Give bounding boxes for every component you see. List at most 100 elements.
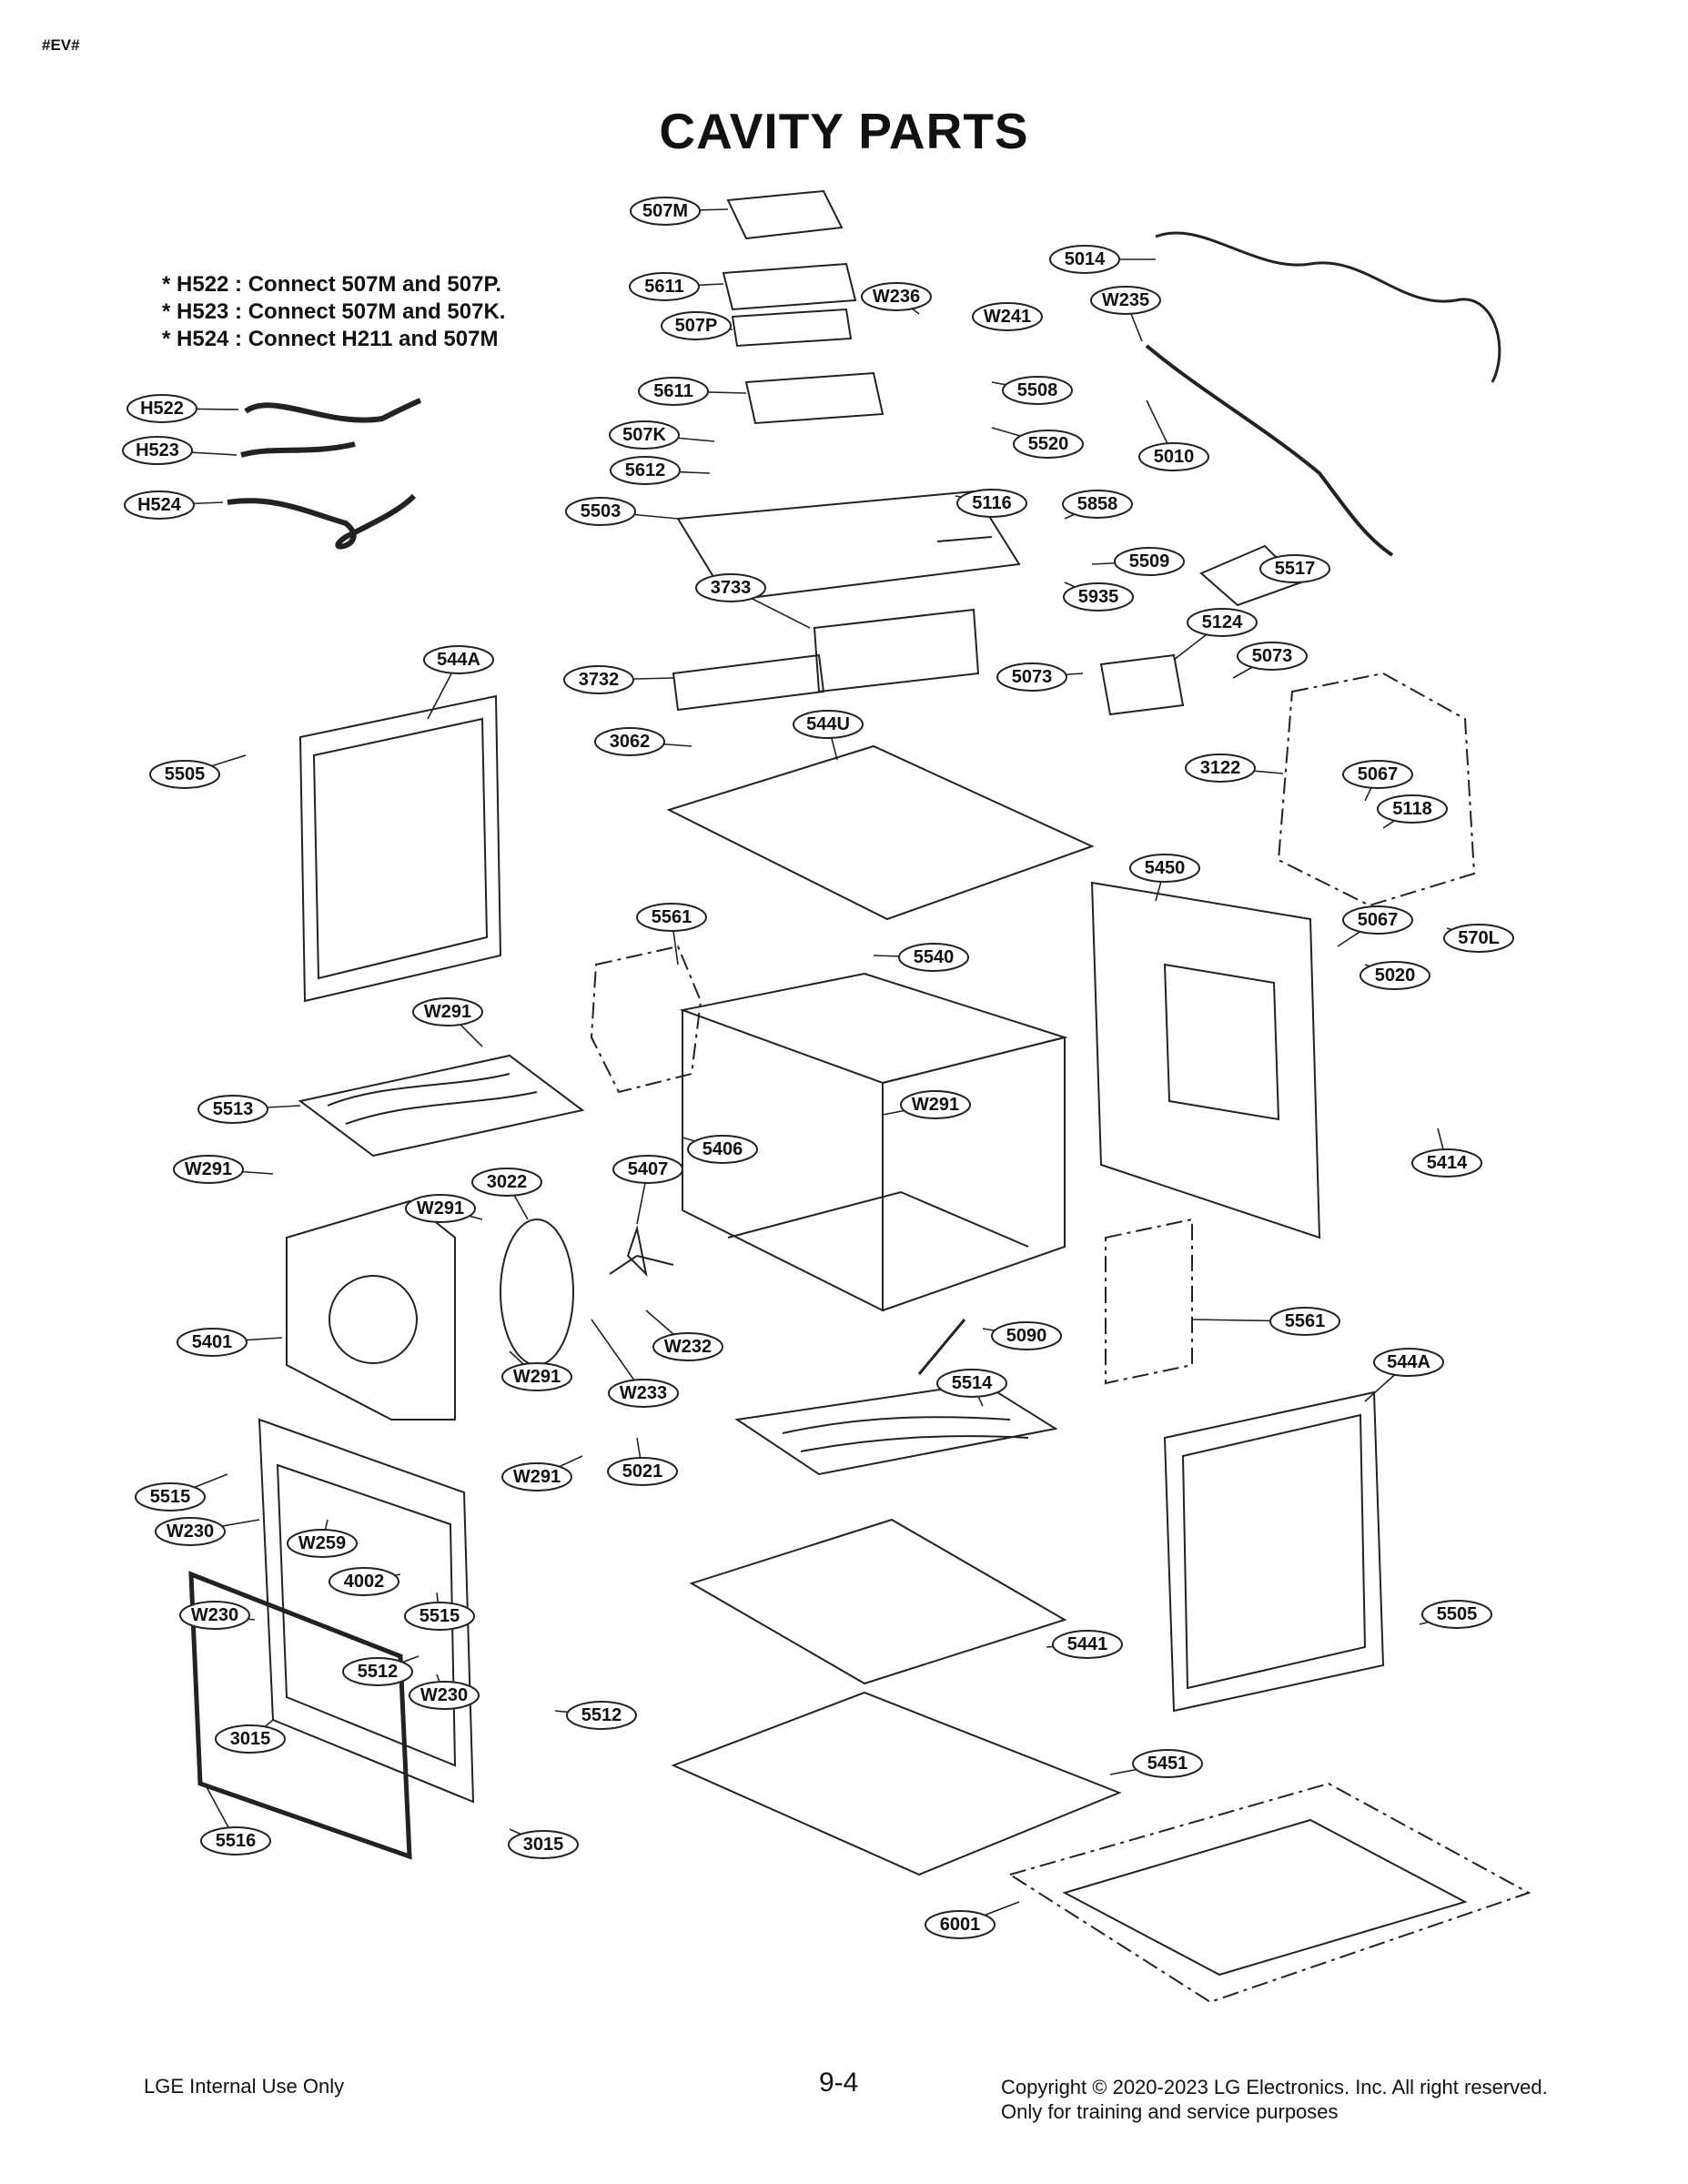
callout-bubble bbox=[629, 272, 700, 301]
callout-text: W230 bbox=[191, 1605, 238, 1625]
callout-bubble bbox=[149, 760, 220, 789]
harness-h522 bbox=[244, 398, 422, 423]
callout-text: 5020 bbox=[1375, 966, 1416, 986]
callout-text: 5401 bbox=[192, 1332, 233, 1352]
callout-h522: H522 bbox=[126, 394, 197, 423]
callout-bubble bbox=[793, 710, 864, 739]
callout-5935: 5935 bbox=[1063, 582, 1134, 612]
callout-5512: 5512 bbox=[566, 1701, 637, 1730]
callout-text: 3015 bbox=[230, 1729, 271, 1749]
callout-bubble bbox=[861, 282, 932, 311]
callout-bubble bbox=[936, 1369, 1007, 1398]
callout-5612: 5612 bbox=[610, 456, 681, 485]
callout-bubble bbox=[608, 1379, 679, 1408]
callout-w291: W291 bbox=[412, 997, 483, 1026]
callout-bubble bbox=[996, 662, 1067, 692]
callout-text: 5073 bbox=[1252, 646, 1293, 666]
callout-bubble bbox=[630, 197, 701, 226]
callout-bubble bbox=[925, 1910, 996, 1939]
callout-5505: 5505 bbox=[1421, 1600, 1492, 1629]
callout-text: 5611 bbox=[653, 381, 692, 401]
callout-text: 544U bbox=[806, 714, 850, 734]
callout-bubble bbox=[1259, 554, 1330, 583]
part-drawings bbox=[188, 189, 1531, 2004]
callout-bubble bbox=[900, 1090, 971, 1119]
callout-bubble bbox=[173, 1155, 244, 1184]
callout-5090: 5090 bbox=[991, 1321, 1062, 1350]
callout-bubble bbox=[501, 1362, 572, 1391]
harness-h523 bbox=[240, 441, 356, 458]
copyright-line2: Only for training and service purposes bbox=[1001, 2100, 1339, 2123]
callout-text: 5118 bbox=[1392, 799, 1431, 819]
callout-text: 507P bbox=[675, 316, 718, 336]
callout-5067: 5067 bbox=[1342, 760, 1413, 789]
note-h524: * H524 : Connect H211 and 507M bbox=[162, 327, 499, 351]
callout-bubble bbox=[1138, 442, 1209, 471]
rear-panel-5450 bbox=[1090, 881, 1321, 1239]
callout-text: 5508 bbox=[1017, 380, 1058, 400]
callout-text: 507K bbox=[622, 425, 666, 445]
rear-panel-inner bbox=[1163, 963, 1280, 1121]
callout-5540: 5540 bbox=[898, 943, 969, 972]
lamp-5561-left bbox=[590, 945, 702, 1094]
callout-bubble bbox=[1342, 760, 1413, 789]
callout-5010: 5010 bbox=[1138, 442, 1209, 471]
callout-5441: 5441 bbox=[1052, 1630, 1123, 1659]
callout-text: 5540 bbox=[914, 947, 955, 967]
callout-bubble bbox=[636, 903, 707, 932]
callout-text: 5067 bbox=[1358, 764, 1399, 784]
callout-text: 3062 bbox=[610, 732, 651, 752]
callout-5520: 5520 bbox=[1013, 430, 1084, 459]
callout-w236: W236 bbox=[861, 282, 932, 311]
callout-text: 507M bbox=[642, 201, 688, 221]
callout-5401: 5401 bbox=[177, 1328, 248, 1357]
callout-text: 544A bbox=[437, 650, 480, 670]
callout-text: 5116 bbox=[972, 493, 1011, 513]
callout-5611: 5611 bbox=[629, 272, 700, 301]
callout-text: 5512 bbox=[581, 1705, 622, 1725]
callout-bubble bbox=[409, 1681, 480, 1710]
callout-text: 5406 bbox=[702, 1139, 743, 1159]
callout-text: 5515 bbox=[150, 1487, 191, 1507]
callout-bubble bbox=[695, 573, 766, 602]
callout-text: 6001 bbox=[940, 1915, 981, 1935]
callout-bubble bbox=[342, 1657, 413, 1686]
callout-bubble bbox=[1185, 753, 1256, 783]
fan-5407 bbox=[609, 1225, 674, 1278]
callout-text: 5858 bbox=[1077, 494, 1118, 514]
callout-4002: 4002 bbox=[329, 1567, 399, 1596]
callout-bubble bbox=[991, 1321, 1062, 1350]
side-panel-inner-right bbox=[1181, 1413, 1367, 1690]
callout-6001: 6001 bbox=[925, 1910, 996, 1939]
callout-text: W236 bbox=[873, 287, 920, 307]
callout-bubble bbox=[1187, 608, 1258, 637]
front-frame-inner bbox=[276, 1463, 457, 1767]
callout-text: W291 bbox=[513, 1367, 561, 1387]
element-5513 bbox=[298, 1054, 585, 1158]
callout-bubble bbox=[1237, 642, 1308, 671]
harness-h524 bbox=[227, 493, 417, 550]
callout-5118: 5118 bbox=[1377, 794, 1448, 824]
relay-box-3122 bbox=[1277, 672, 1476, 907]
callout-text: 5516 bbox=[216, 1831, 257, 1851]
callout-5073: 5073 bbox=[1237, 642, 1308, 671]
callout-text: H523 bbox=[136, 440, 179, 460]
callout-text: 3733 bbox=[711, 578, 752, 598]
callout-bubble bbox=[135, 1482, 206, 1512]
callout-h523: H523 bbox=[122, 436, 193, 465]
callout-text: 544A bbox=[1387, 1352, 1430, 1372]
callout-bubble bbox=[610, 456, 681, 485]
callout-5517: 5517 bbox=[1259, 554, 1330, 583]
callout-5509: 5509 bbox=[1114, 547, 1185, 576]
top-plate-544u bbox=[666, 744, 1095, 921]
callout-h524: H524 bbox=[124, 490, 195, 520]
callout-5508: 5508 bbox=[1002, 376, 1073, 405]
callout-bubble bbox=[652, 1332, 723, 1361]
callout-text: W233 bbox=[620, 1383, 667, 1403]
page-id: #EV# bbox=[42, 36, 80, 54]
callout-5561: 5561 bbox=[1269, 1307, 1340, 1336]
callout-text: 5561 bbox=[1285, 1311, 1326, 1331]
callout-w230: W230 bbox=[155, 1517, 226, 1546]
bracket-5611-lower bbox=[744, 371, 884, 425]
base-6001 bbox=[1007, 1782, 1531, 2004]
